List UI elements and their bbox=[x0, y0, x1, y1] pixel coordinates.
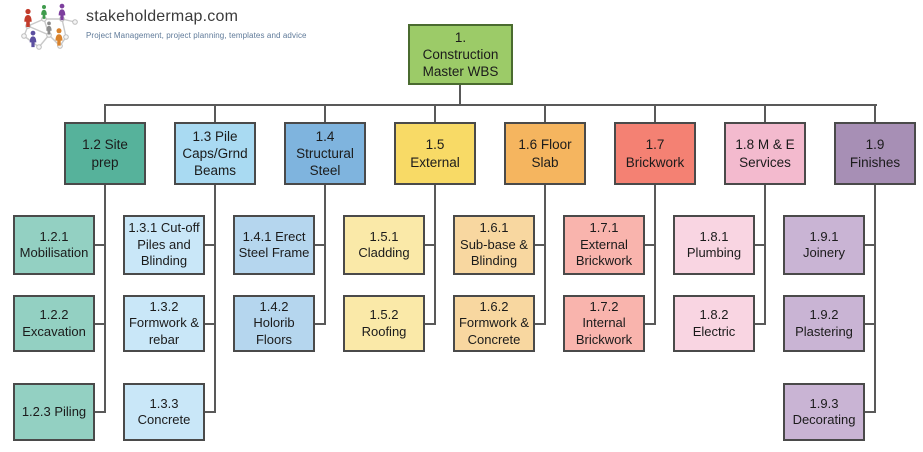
connector-line bbox=[434, 185, 436, 325]
wbs-node-1.7.2: 1.7.2 Internal Brickwork bbox=[563, 295, 645, 352]
connector-line bbox=[205, 244, 216, 246]
connector-line bbox=[544, 104, 546, 122]
connector-line bbox=[425, 244, 436, 246]
wbs-node-1.3: 1.3 Pile Caps/Grnd Beams bbox=[174, 122, 256, 185]
connector-line bbox=[214, 104, 216, 122]
wbs-node-1.9.3: 1.9.3 Decorating bbox=[783, 383, 865, 441]
wbs-node-1.5.2: 1.5.2 Roofing bbox=[343, 295, 425, 352]
connector-line bbox=[95, 244, 106, 246]
wbs-node-1.4: 1.4 Structural Steel bbox=[284, 122, 366, 185]
wbs-node-1.3.1: 1.3.1 Cut-off Piles and Blinding bbox=[123, 215, 205, 275]
wbs-node-1.4.2: 1.4.2 Holorib Floors bbox=[233, 295, 315, 352]
wbs-node-1.2.3: 1.2.3 Piling bbox=[13, 383, 95, 441]
wbs-node-1.2: 1.2 Site prep bbox=[64, 122, 146, 185]
wbs-root-node: 1. Construction Master WBS bbox=[408, 24, 513, 85]
wbs-node-1.5: 1.5 External bbox=[394, 122, 476, 185]
connector-line bbox=[865, 411, 876, 413]
wbs-node-1.8.2: 1.8.2 Electric bbox=[673, 295, 755, 352]
connector-line bbox=[205, 411, 216, 413]
connector-line bbox=[764, 104, 766, 122]
connector-line bbox=[324, 104, 326, 122]
connector-line bbox=[645, 244, 656, 246]
connector-line bbox=[104, 104, 877, 106]
connector-line bbox=[459, 85, 461, 104]
wbs-node-1.4.1: 1.4.1 Erect Steel Frame bbox=[233, 215, 315, 275]
connector-line bbox=[654, 104, 656, 122]
wbs-node-1.9: 1.9 Finishes bbox=[834, 122, 916, 185]
connector-line bbox=[764, 185, 766, 325]
wbs-node-1.2.2: 1.2.2 Excavation bbox=[13, 295, 95, 352]
connector-line bbox=[95, 322, 106, 325]
connector-line bbox=[535, 244, 546, 246]
connector-line bbox=[874, 185, 876, 413]
connector-line bbox=[214, 185, 216, 413]
connector-line bbox=[104, 104, 106, 122]
wbs-node-1.9.1: 1.9.1 Joinery bbox=[783, 215, 865, 275]
connector-line bbox=[425, 322, 436, 325]
wbs-node-1.5.1: 1.5.1 Cladding bbox=[343, 215, 425, 275]
wbs-node-1.3.2: 1.3.2 Formwork & rebar bbox=[123, 295, 205, 352]
connector-line bbox=[865, 322, 876, 325]
wbs-node-1.6.1: 1.6.1 Sub-base & Blinding bbox=[453, 215, 535, 275]
brand-name: stakeholdermap.com bbox=[86, 8, 239, 25]
connector-line bbox=[755, 322, 766, 325]
connector-line bbox=[535, 322, 546, 325]
connector-line bbox=[315, 322, 326, 325]
connector-line bbox=[544, 185, 546, 325]
connector-line bbox=[654, 185, 656, 325]
connector-line bbox=[315, 244, 326, 246]
wbs-node-1.7: 1.7 Brickwork bbox=[614, 122, 696, 185]
brand-tagline: Project Management, project planning, te… bbox=[86, 31, 307, 40]
wbs-node-1.6: 1.6 Floor Slab bbox=[504, 122, 586, 185]
brand-block: stakeholdermap.com Project Management, p… bbox=[86, 2, 307, 40]
wbs-node-1.8.1: 1.8.1 Plumbing bbox=[673, 215, 755, 275]
wbs-node-1.7.1: 1.7.1 External Brickwork bbox=[563, 215, 645, 275]
wbs-node-1.9.2: 1.9.2 Plastering bbox=[783, 295, 865, 352]
connector-line bbox=[874, 104, 876, 122]
stakeholdermap-logo-icon bbox=[18, 2, 80, 50]
wbs-node-1.2.1: 1.2.1 Mobilisation bbox=[13, 215, 95, 275]
connector-line bbox=[434, 104, 436, 122]
connector-line bbox=[865, 244, 876, 246]
connector-line bbox=[645, 322, 656, 325]
connector-line bbox=[95, 411, 106, 413]
connector-line bbox=[104, 185, 106, 413]
wbs-node-1.6.2: 1.6.2 Formwork & Concrete bbox=[453, 295, 535, 352]
connector-line bbox=[324, 185, 326, 325]
wbs-node-1.3.3: 1.3.3 Concrete bbox=[123, 383, 205, 441]
wbs-node-1.8: 1.8 M & E Services bbox=[724, 122, 806, 185]
site-header: stakeholdermap.com Project Management, p… bbox=[18, 2, 307, 50]
connector-line bbox=[205, 322, 216, 325]
connector-line bbox=[755, 244, 766, 246]
